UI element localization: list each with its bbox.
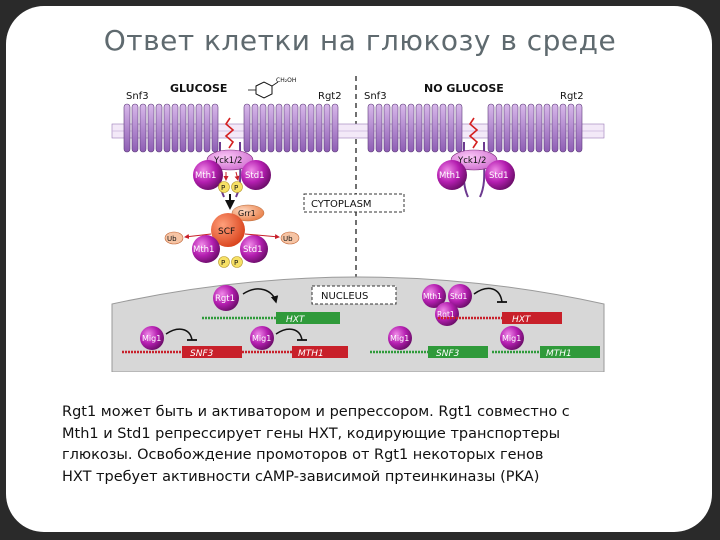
slide-title: Ответ клетки на глюкозу в среде — [103, 24, 617, 57]
svg-text:P: P — [234, 259, 238, 267]
svg-text:SNF3: SNF3 — [190, 349, 214, 359]
svg-text:HXT: HXT — [286, 315, 306, 325]
caption-line: Mth1 и Std1 репрессирует гены HXT, кодир… — [62, 425, 561, 442]
caption-line: Rgt1 может быть и активатором и репрессо… — [62, 404, 570, 420]
svg-text:Std1: Std1 — [245, 171, 265, 181]
protein-std1-scf — [240, 235, 268, 263]
svg-text:Mth1: Mth1 — [423, 292, 442, 301]
ubiquitin-right — [280, 231, 300, 245]
gene-snf3-right — [428, 346, 488, 358]
glucose-signaling-diagram: Snf3 GLUCOSE CH₂OH Rgt2 Snf3 NO GLUCOSE … — [108, 72, 608, 372]
label-glucose: GLUCOSE — [170, 82, 227, 95]
phospho-badge — [231, 181, 243, 193]
gene-snf3-left — [182, 346, 242, 358]
svg-text:Mig1: Mig1 — [252, 334, 271, 343]
svg-text:P: P — [221, 259, 225, 267]
protein-mig1-right-a — [388, 326, 412, 350]
protein-mth1-nucleus — [422, 284, 446, 308]
caption-line: HXT требует активности cAMP-зависимой пр… — [62, 468, 540, 485]
svg-text:Mig1: Mig1 — [390, 334, 409, 343]
caption-line: глюкозы. Освобождение промоторов от Rgt1… — [62, 447, 544, 463]
receptor-rgt2-right — [487, 103, 583, 153]
label-snf3-left: Snf3 — [126, 91, 149, 102]
cytoplasm-box — [303, 193, 405, 213]
svg-text:Std1: Std1 — [243, 245, 263, 255]
svg-text:Yck1/2: Yck1/2 — [213, 156, 242, 166]
protein-mth1-left — [193, 160, 223, 190]
svg-text:Rgt1: Rgt1 — [215, 294, 235, 304]
svg-text:Mig1: Mig1 — [502, 334, 521, 343]
label-rgt2-left: Rgt2 — [318, 91, 342, 102]
svg-text:MTH1: MTH1 — [546, 349, 572, 359]
phospho-badge — [218, 181, 230, 193]
label-cytoplasm: CYTOPLASM — [311, 199, 372, 210]
gene-hxt-left — [276, 312, 340, 324]
protein-mig1-left-b — [250, 326, 274, 350]
svg-text:SNF3: SNF3 — [436, 349, 460, 359]
glucose-molecule-icon: CH₂OH — [248, 77, 296, 99]
svg-text:Mig1: Mig1 — [142, 334, 161, 343]
protein-rgt1-right — [435, 302, 459, 326]
signal-zigzag-left — [224, 117, 235, 149]
svg-text:Ub: Ub — [283, 235, 293, 243]
svg-text:Rgt1: Rgt1 — [437, 310, 455, 319]
phospho-badge — [218, 256, 230, 268]
gene-mth1-right — [540, 346, 600, 358]
label-nucleus: NUCLEUS — [321, 291, 368, 302]
ubiquitin-left — [164, 231, 184, 245]
svg-text:Mth1: Mth1 — [193, 245, 214, 255]
protein-mth1-right — [437, 160, 467, 190]
receptor-rgt2-left — [243, 103, 339, 153]
nucleus-box — [311, 285, 397, 305]
svg-text:MTH1: MTH1 — [298, 349, 324, 359]
protein-std1-left — [241, 160, 271, 190]
caption-text: Rgt1 может быть и активатором и репрессо… — [62, 402, 702, 488]
receptor-snf3-left — [123, 103, 219, 153]
svg-text:Std1: Std1 — [489, 171, 509, 181]
label-no-glucose: NO GLUCOSE — [424, 82, 504, 95]
label-snf3-right: Snf3 — [364, 91, 387, 102]
protein-mth1-scf — [192, 235, 220, 263]
svg-text:Ub: Ub — [167, 235, 177, 243]
svg-text:SCF: SCF — [218, 227, 235, 237]
svg-text:Yck1/2: Yck1/2 — [457, 156, 486, 166]
svg-text:Mth1: Mth1 — [195, 171, 216, 181]
protein-mig1-right-b — [500, 326, 524, 350]
svg-text:Grr1: Grr1 — [238, 209, 256, 218]
svg-text:Mth1: Mth1 — [439, 171, 460, 181]
phospho-badge — [231, 256, 243, 268]
signal-zigzag-right — [468, 117, 479, 149]
svg-text:P: P — [221, 184, 225, 192]
gene-hxt-right — [502, 312, 562, 324]
svg-text:Std1: Std1 — [450, 292, 467, 301]
svg-text:P: P — [234, 184, 238, 192]
protein-mig1-left-a — [140, 326, 164, 350]
svg-text:HXT: HXT — [512, 315, 532, 325]
protein-std1-right — [485, 160, 515, 190]
protein-std1-nucleus — [448, 284, 472, 308]
receptor-snf3-right — [367, 103, 463, 153]
gene-mth1-left — [292, 346, 348, 358]
label-ch2oh: CH₂OH — [276, 77, 296, 84]
label-rgt2-right: Rgt2 — [560, 91, 584, 102]
protein-scf — [211, 213, 245, 247]
protein-grr1 — [231, 204, 265, 222]
protein-rgt1-left — [213, 285, 239, 311]
